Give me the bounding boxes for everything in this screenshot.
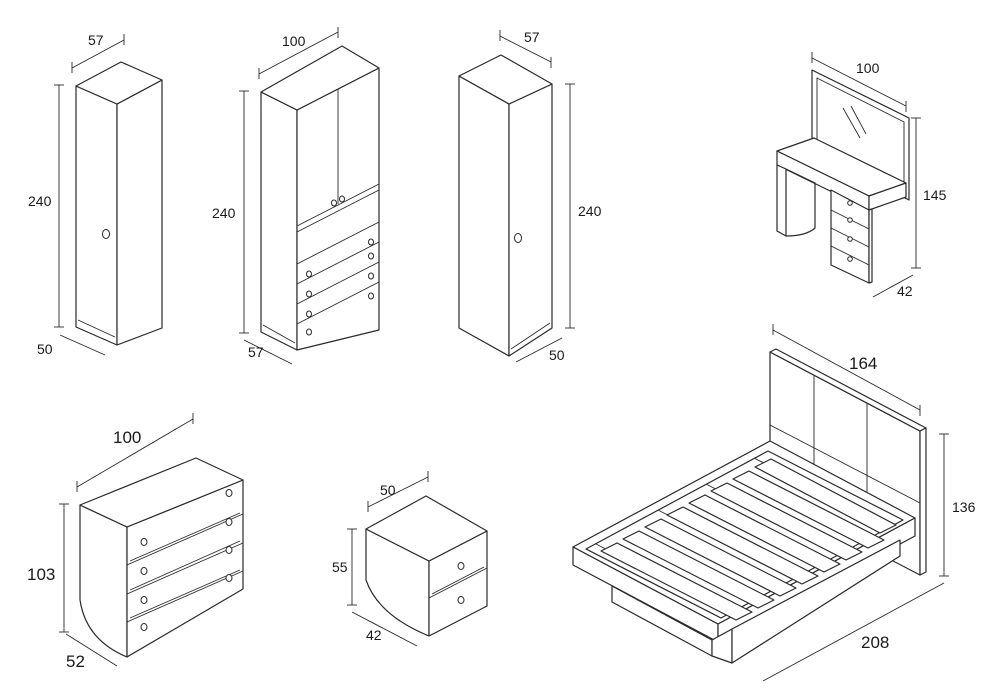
- width-label: 100: [113, 428, 141, 447]
- chest-of-drawers: 100 103 52: [27, 413, 244, 671]
- drawer-knob-icon: [847, 217, 853, 223]
- door-knob-icon: [102, 229, 110, 239]
- drawer-knob-icon: [225, 518, 233, 526]
- width-label: 57: [524, 29, 540, 45]
- wardrobe-double: 100 240 57: [212, 27, 380, 365]
- height-label: 240: [578, 203, 602, 219]
- drawer-knob-icon: [140, 567, 148, 575]
- depth-label: 52: [66, 652, 85, 671]
- drawer-knob-icon: [140, 538, 148, 546]
- drawer-knob-icon: [368, 272, 374, 280]
- drawer-knob-icon: [306, 310, 312, 318]
- drawer-knob-icon: [140, 623, 148, 631]
- door-knob-icon: [331, 199, 337, 207]
- height-label: 55: [332, 559, 348, 575]
- width-label: 164: [849, 354, 877, 373]
- dressing-table: 100 145 42: [776, 52, 947, 299]
- wardrobe-right: 57 240 50: [458, 29, 602, 363]
- drawer-knob-icon: [847, 256, 853, 262]
- width-label: 57: [88, 32, 104, 48]
- depth-label: 50: [549, 347, 565, 363]
- bed: 164 136 208: [572, 324, 976, 682]
- drawer-knob-icon: [225, 489, 233, 497]
- drawer-knob-icon: [457, 596, 465, 604]
- depth-label: 42: [366, 627, 382, 643]
- drawer-knob-icon: [225, 574, 233, 582]
- drawer-knob-icon: [847, 236, 853, 242]
- drawer-knob-icon: [847, 200, 853, 206]
- door-knob-icon: [514, 233, 522, 243]
- drawer-knob-icon: [368, 238, 374, 246]
- wardrobe-left: 57 240 50: [28, 32, 163, 357]
- height-label: 145: [923, 187, 947, 203]
- depth-label: 57: [248, 344, 264, 360]
- drawer-knob-icon: [225, 546, 233, 554]
- height-label: 240: [212, 205, 236, 221]
- drawer-knob-icon: [306, 290, 312, 298]
- nightstand: 50 55 42: [332, 471, 488, 647]
- slats: [600, 458, 897, 621]
- drawer-knob-icon: [306, 328, 312, 336]
- drawer-knob-icon: [306, 270, 312, 278]
- height-label: 103: [27, 565, 55, 584]
- drawer-knob-icon: [368, 252, 374, 260]
- height-label: 136: [952, 499, 976, 515]
- drawer-knob-icon: [368, 292, 374, 300]
- drawer-knob-icon: [457, 562, 465, 570]
- depth-label: 50: [37, 341, 53, 357]
- door-knob-icon: [339, 195, 345, 203]
- depth-label: 42: [897, 283, 913, 299]
- width-label: 50: [380, 482, 396, 498]
- width-label: 100: [282, 33, 306, 49]
- height-label: 240: [28, 193, 52, 209]
- drawer-knob-icon: [140, 596, 148, 604]
- length-label: 208: [861, 633, 889, 652]
- width-label: 100: [856, 60, 880, 76]
